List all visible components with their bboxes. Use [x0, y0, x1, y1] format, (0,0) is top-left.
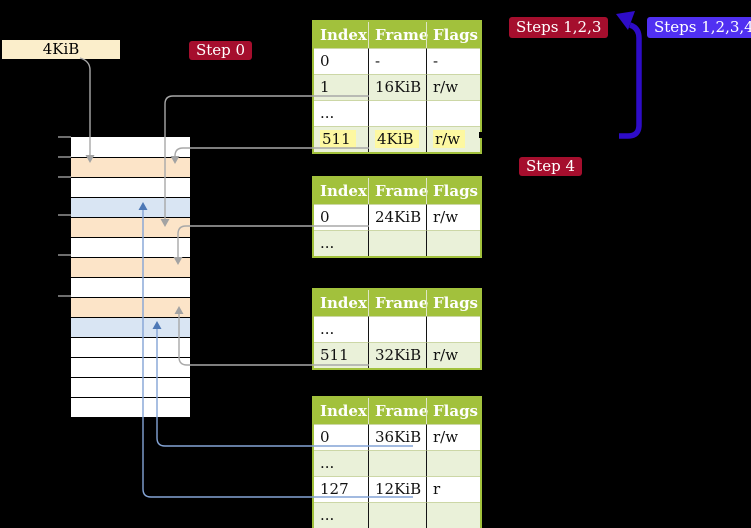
highlight: 511 — [320, 130, 356, 148]
cell-flags: r — [426, 476, 480, 502]
page-size-label: 4KiB — [2, 40, 120, 59]
memory-frame-row — [71, 137, 190, 157]
big-loop-arrow — [619, 22, 642, 139]
table-row: ... — [314, 316, 480, 342]
page-table-2: Index Frame Flags 0 24KiB r/w ... — [312, 176, 482, 258]
cell-flags: r/w — [426, 126, 480, 152]
table-row: 0 24KiB r/w — [314, 204, 480, 230]
big-loop-arrowhead-icon — [616, 11, 635, 30]
table-row: 0 36KiB r/w — [314, 424, 480, 450]
memory-frame-row — [71, 257, 190, 277]
cell-frame: 24KiB — [368, 204, 426, 230]
cell-flags — [426, 450, 480, 476]
highlight: 4KiB — [375, 130, 419, 148]
cell-frame: 12KiB — [368, 476, 426, 502]
cell-index: 127 — [314, 476, 368, 502]
header-frame: Frame — [368, 398, 428, 424]
header-index: Index — [320, 26, 367, 44]
cell-index: 511 — [314, 126, 368, 152]
cell-index: 0 — [314, 48, 368, 74]
cell-frame — [368, 316, 426, 342]
header-index: Index — [320, 294, 367, 312]
cell-index: 1 — [314, 74, 368, 100]
memory-frame-row — [71, 217, 190, 237]
header-frame: Frame — [368, 178, 428, 204]
memory-frame-row — [71, 337, 190, 357]
cell-index: ... — [314, 502, 368, 528]
table-header: Index Frame Flags — [314, 398, 480, 424]
table-row: ... — [314, 100, 480, 126]
cell-frame: 32KiB — [368, 342, 426, 368]
table-row: 1 16KiB r/w — [314, 74, 480, 100]
step4-label: Step 4 — [519, 157, 583, 176]
cell-frame: 36KiB — [368, 424, 426, 450]
cell-flags — [426, 100, 480, 126]
table-row: ... — [314, 450, 480, 476]
cell-flags: r/w — [426, 74, 480, 100]
header-flags: Flags — [426, 178, 480, 204]
highlight: r/w — [433, 130, 466, 148]
table-row: ... — [314, 230, 480, 256]
physical-memory-column — [71, 137, 190, 417]
memory-frame-row — [71, 297, 190, 317]
memory-frame-row — [71, 397, 190, 417]
cell-frame — [368, 450, 426, 476]
page-table-1: Index Frame Flags 0 - - 1 16KiB r/w ... … — [312, 20, 482, 154]
cell-index: ... — [314, 100, 368, 126]
table-row: 127 12KiB r — [314, 476, 480, 502]
table-row: ... — [314, 502, 480, 528]
table-header: Index Frame Flags — [314, 290, 480, 316]
table-row: 0 - - — [314, 48, 480, 74]
cell-flags: - — [426, 48, 480, 74]
memory-frame-row — [71, 317, 190, 337]
table-header: Index Frame Flags — [314, 22, 480, 48]
memory-frame-row — [71, 237, 190, 257]
memory-frame-row — [71, 157, 190, 177]
step0-label: Step 0 — [189, 41, 253, 60]
memory-frame-row — [71, 357, 190, 377]
cell-flags: r/w — [426, 204, 480, 230]
cell-flags: r/w — [426, 424, 480, 450]
table-row-highlighted: 511 4KiB r/w — [314, 126, 480, 152]
memory-frame-row — [71, 377, 190, 397]
cell-frame — [368, 230, 426, 256]
header-frame: Frame — [368, 290, 428, 316]
cell-index: 0 — [314, 204, 368, 230]
page-table-3: Index Frame Flags ... 511 32KiB r/w — [312, 288, 482, 370]
cell-index: ... — [314, 316, 368, 342]
page-table-4: Index Frame Flags 0 36KiB r/w ... 127 12… — [312, 396, 482, 528]
header-flags: Flags — [426, 22, 480, 48]
cell-frame — [368, 502, 426, 528]
header-frame: Frame — [368, 22, 428, 48]
memory-frame-row — [71, 197, 190, 217]
header-flags: Flags — [426, 290, 480, 316]
table-header: Index Frame Flags — [314, 178, 480, 204]
memory-frame-row — [71, 177, 190, 197]
cell-flags — [426, 316, 480, 342]
cell-index: ... — [314, 230, 368, 256]
memory-frame-row — [71, 277, 190, 297]
header-flags: Flags — [426, 398, 480, 424]
cell-index: 0 — [314, 424, 368, 450]
cell-flags: r/w — [426, 342, 480, 368]
frame-boundary-ticks — [58, 136, 71, 297]
cell-flags — [426, 230, 480, 256]
table-row: 511 32KiB r/w — [314, 342, 480, 368]
cell-frame: 4KiB — [368, 126, 426, 152]
cell-index: 511 — [314, 342, 368, 368]
steps1234-label: Steps 1,2,3,4 — [647, 17, 751, 38]
cell-frame — [368, 100, 426, 126]
steps123-label: Steps 1,2,3 — [509, 17, 609, 38]
header-index: Index — [320, 402, 367, 420]
cell-index: ... — [314, 450, 368, 476]
header-index: Index — [320, 182, 367, 200]
cell-frame: - — [368, 48, 426, 74]
cell-flags — [426, 502, 480, 528]
cell-frame: 16KiB — [368, 74, 426, 100]
